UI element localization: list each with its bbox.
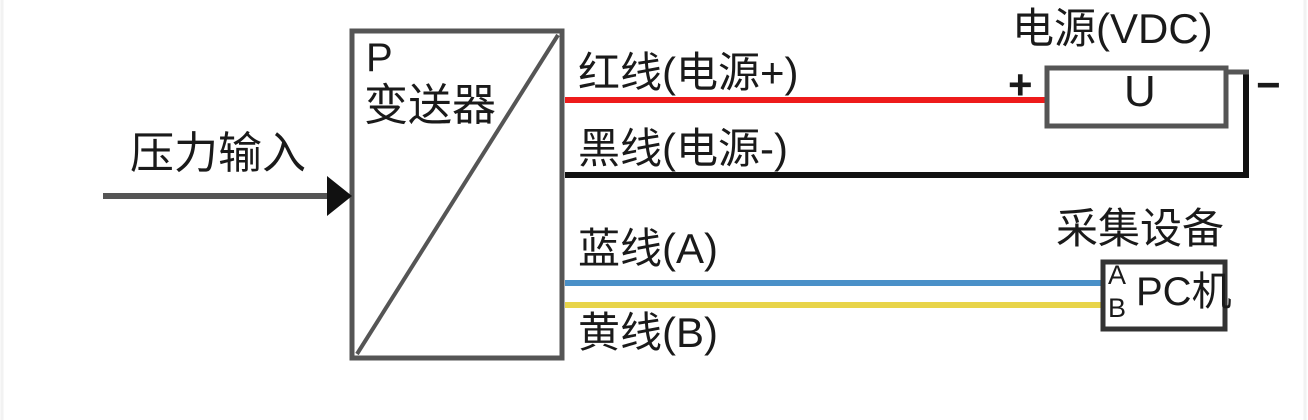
transmitter-name: 变送器 (364, 81, 496, 130)
yellow-wire-label: 黄线(B) (578, 309, 718, 356)
power-supply-box (1044, 65, 1229, 129)
power-supply-value: U (1124, 67, 1156, 116)
pressure-input-arrowhead (327, 176, 352, 216)
transmitter-diagonal (355, 33, 560, 356)
transmitter-symbol: P (366, 36, 393, 80)
power-supply-title: 电源(VDC) (1012, 5, 1213, 52)
power-supply-positive-terminal: + (1008, 61, 1033, 108)
red-wire-label: 红线(电源+) (578, 49, 799, 96)
acquisition-device-title: 采集设备 (1056, 205, 1225, 252)
pc-device-label: PC机 (1136, 270, 1232, 314)
power-supply-negative-terminal: − (1256, 61, 1281, 108)
pc-device-box (1100, 259, 1228, 332)
black-wire (565, 72, 1249, 178)
black-wire-label: 黑线(电源-) (578, 125, 788, 172)
pc-terminal-a-label: A (1108, 260, 1127, 290)
blue-wire-label: 蓝线(A) (578, 225, 718, 272)
pc-terminal-b-label: B (1108, 293, 1127, 323)
pressure-input-label: 压力输入 (130, 129, 306, 178)
